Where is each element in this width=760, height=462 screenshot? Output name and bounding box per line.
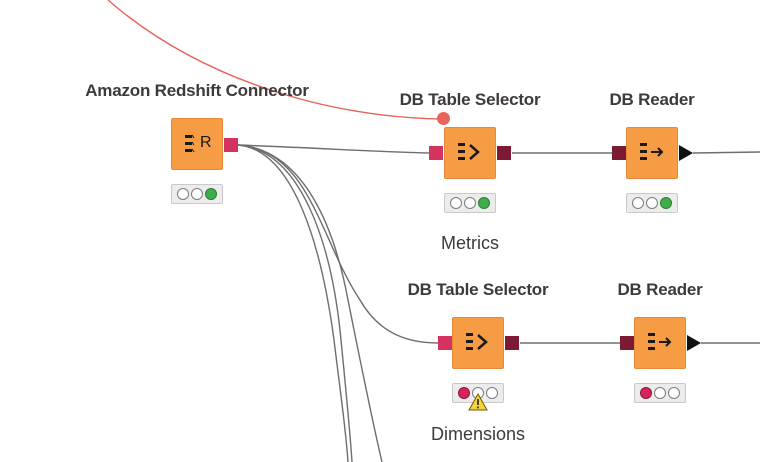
db-query-input-port[interactable] xyxy=(620,336,634,350)
status-light-3 xyxy=(205,188,217,200)
node-title: DB Table Selector xyxy=(407,280,549,299)
node-icon-box[interactable] xyxy=(452,317,504,369)
status-light-1 xyxy=(450,197,462,209)
db-query-output-port[interactable] xyxy=(497,146,511,160)
connection-redshift-down-3[interactable] xyxy=(237,144,349,462)
status-light-2 xyxy=(646,197,658,209)
status-light-3 xyxy=(668,387,680,399)
flow-variable-port[interactable] xyxy=(437,112,450,125)
node-icon-box[interactable]: R xyxy=(171,118,223,170)
status-light-1 xyxy=(458,387,470,399)
connection-redshift-down-1[interactable] xyxy=(237,144,353,462)
table-selector-icon xyxy=(466,333,488,350)
db-reader-icon xyxy=(648,333,672,350)
node-annotation-label[interactable]: Dimensions xyxy=(430,424,526,444)
node-title: DB Reader xyxy=(609,90,695,109)
table-output-port[interactable] xyxy=(679,145,693,161)
connection-redshift-down-2[interactable] xyxy=(237,144,383,462)
flow-variable-connection[interactable] xyxy=(107,0,445,120)
db-connection-output-port[interactable] xyxy=(224,138,238,152)
node-icon-box[interactable] xyxy=(626,127,678,179)
connection-redshift-sel1[interactable] xyxy=(237,144,431,154)
status-light-2 xyxy=(654,387,666,399)
table-output-port[interactable] xyxy=(687,335,701,351)
warning-icon[interactable] xyxy=(468,393,488,411)
db-connection-input-port[interactable] xyxy=(438,336,452,350)
node-status-traffic-light xyxy=(626,193,678,213)
node-annotation-label[interactable]: Metrics xyxy=(441,233,499,253)
status-light-1 xyxy=(640,387,652,399)
status-light-3 xyxy=(478,197,490,209)
status-light-3 xyxy=(660,197,672,209)
db-query-input-port[interactable] xyxy=(612,146,626,160)
node-icon-letter: R xyxy=(200,134,212,151)
status-light-2 xyxy=(464,197,476,209)
status-light-1 xyxy=(177,188,189,200)
database-connector-icon xyxy=(185,134,195,153)
node-status-traffic-light xyxy=(171,184,223,204)
connection-reader1-out[interactable] xyxy=(692,151,760,154)
status-light-2 xyxy=(191,188,203,200)
table-selector-icon xyxy=(458,143,480,160)
node-title: DB Reader xyxy=(617,280,703,299)
db-reader-icon xyxy=(640,143,664,160)
status-light-3 xyxy=(486,387,498,399)
db-connection-input-port[interactable] xyxy=(429,146,443,160)
db-query-output-port[interactable] xyxy=(505,336,519,350)
node-status-traffic-light xyxy=(444,193,496,213)
node-icon-box[interactable] xyxy=(444,127,496,179)
node-title: Amazon Redshift Connector xyxy=(85,81,309,100)
node-status-traffic-light xyxy=(634,383,686,403)
status-light-1 xyxy=(632,197,644,209)
connection-redshift-sel2[interactable] xyxy=(237,144,439,344)
node-title: DB Table Selector xyxy=(399,90,541,109)
node-icon-box[interactable] xyxy=(634,317,686,369)
